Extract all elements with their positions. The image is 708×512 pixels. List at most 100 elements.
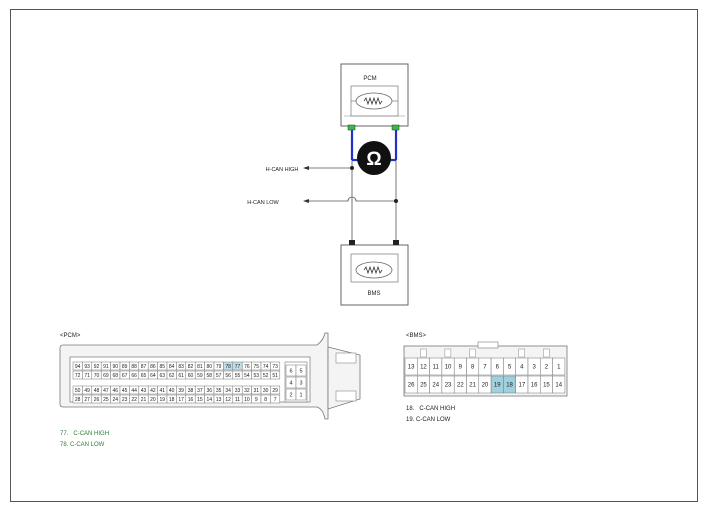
pcm-pin-77-label: 77 bbox=[235, 364, 241, 370]
bms-pin-14-cell bbox=[552, 375, 566, 394]
pcm-pin-68-label: 68 bbox=[113, 373, 119, 379]
pcm-label: PCM bbox=[363, 76, 376, 82]
pcm-pin-18-label: 18 bbox=[169, 397, 175, 403]
pcm-pin-52-label: 52 bbox=[263, 373, 269, 379]
bms-pin-5-label: 5 bbox=[508, 365, 512, 371]
bms-pin-17-label: 17 bbox=[519, 383, 526, 389]
pcm-pin-84-label: 84 bbox=[169, 364, 175, 370]
bms-pin-8-label: 8 bbox=[471, 365, 475, 371]
pcm-pin-21-label: 21 bbox=[141, 397, 147, 403]
pcm-pin-89-label: 89 bbox=[122, 364, 128, 370]
pcm-resistor-housing bbox=[355, 92, 393, 110]
bms-pin-15-label: 15 bbox=[543, 383, 550, 389]
pcm-pin-67-label: 67 bbox=[122, 373, 128, 379]
bms-latch-tab bbox=[543, 348, 550, 358]
pcm-pin-7-label: 7 bbox=[274, 397, 277, 403]
h-can-low-label: H-CAN LOW bbox=[247, 200, 279, 206]
pcm-pin-77-name: C-CAN HIGH bbox=[73, 431, 110, 437]
bms-module: BMS bbox=[340, 240, 409, 306]
bms-pin-18-legend: 18. C-CAN HIGH bbox=[406, 406, 455, 412]
bms-resistor-housing bbox=[355, 261, 393, 279]
bms-latch-tab bbox=[420, 348, 427, 358]
pcm-pin-29-label: 29 bbox=[272, 388, 278, 394]
pcm-pin-8-label: 8 bbox=[264, 397, 267, 403]
pcm-pin-66-label: 66 bbox=[131, 373, 137, 379]
pcm-pin-30-label: 30 bbox=[263, 388, 269, 394]
bms-pin-6-label: 6 bbox=[496, 365, 500, 371]
bms-pin-18-name: C-CAN HIGH bbox=[419, 406, 456, 412]
pcm-pin-12-label: 12 bbox=[225, 397, 231, 403]
pcm-connector-title: <PCM> bbox=[60, 333, 81, 339]
bms-pin-25-label: 25 bbox=[420, 383, 427, 389]
pcm-pin-13-label: 13 bbox=[216, 397, 222, 403]
pcm-pin-77-number: 77. bbox=[60, 431, 69, 437]
pcm-pin-74-label: 74 bbox=[263, 364, 269, 370]
pcm-pin-19-label: 19 bbox=[160, 397, 166, 403]
bms-pin-16-label: 16 bbox=[531, 383, 538, 389]
bms-latch-tab bbox=[469, 348, 476, 358]
bms-pin-19-label: 19 bbox=[494, 383, 501, 389]
bms-pin-20-label: 20 bbox=[482, 383, 489, 389]
bms-pin-12-label: 12 bbox=[420, 365, 427, 371]
pcm-pin-61-label: 61 bbox=[178, 373, 184, 379]
pcm-side-pin-1-label: 1 bbox=[299, 392, 302, 398]
pcm-side-pin-5-cell bbox=[295, 364, 307, 377]
bms-pin-4-label: 4 bbox=[520, 365, 524, 371]
bms-label: BMS bbox=[367, 291, 380, 297]
pcm-pin-42-label: 42 bbox=[150, 388, 156, 394]
bms-pin-1-cell bbox=[552, 357, 566, 376]
pcm-pin-49-label: 49 bbox=[84, 388, 90, 394]
pcm-pin-14-label: 14 bbox=[207, 397, 213, 403]
pcm-pin-58-label: 58 bbox=[207, 373, 213, 379]
ohmmeter-icon: Ω bbox=[357, 141, 391, 175]
pcm-pin-88-label: 88 bbox=[131, 364, 137, 370]
pcm-pin-69-label: 69 bbox=[103, 373, 109, 379]
pcm-side-pin-3-cell bbox=[295, 376, 307, 389]
pcm-pin-72-label: 72 bbox=[75, 373, 81, 379]
pcm-pin-48-label: 48 bbox=[94, 388, 100, 394]
bms-connector-title: <BMS> bbox=[406, 333, 427, 339]
pcm-pin-82-label: 82 bbox=[188, 364, 194, 370]
h-can-low-wire bbox=[307, 196, 396, 202]
pcm-pin-31-label: 31 bbox=[254, 388, 260, 394]
pcm-pin-75-label: 75 bbox=[254, 364, 260, 370]
pcm-pin-44-label: 44 bbox=[131, 388, 137, 394]
pcm-pin-17-label: 17 bbox=[178, 397, 184, 403]
pcm-pin-92-label: 92 bbox=[94, 364, 100, 370]
pcm-pin-83-label: 83 bbox=[178, 364, 184, 370]
pcm-pin-41-label: 41 bbox=[160, 388, 166, 394]
pcm-pin-57-label: 57 bbox=[216, 373, 222, 379]
h-can-high-label: H-CAN HIGH bbox=[266, 167, 299, 173]
pcm-terminal-left bbox=[347, 124, 356, 131]
bms-pin-7-label: 7 bbox=[483, 365, 487, 371]
can-wires bbox=[303, 130, 398, 240]
pcm-pin-59-label: 59 bbox=[197, 373, 203, 379]
pcm-pin-62-label: 62 bbox=[169, 373, 175, 379]
pcm-pin-29-cell bbox=[270, 385, 281, 395]
pcm-pin-51-cell bbox=[270, 370, 281, 380]
pcm-pin-27-label: 27 bbox=[84, 397, 90, 403]
pcm-pin-38-label: 38 bbox=[188, 388, 194, 394]
pcm-pin-40-label: 40 bbox=[169, 388, 175, 394]
pcm-pin-15-label: 15 bbox=[197, 397, 203, 403]
pcm-pin-64-label: 64 bbox=[150, 373, 156, 379]
pcm-pin-23-label: 23 bbox=[122, 397, 128, 403]
pcm-pin-10-label: 10 bbox=[244, 397, 250, 403]
pcm-pin-56-label: 56 bbox=[225, 373, 231, 379]
pcm-pin-91-label: 91 bbox=[103, 364, 109, 370]
pcm-pin-16-label: 16 bbox=[188, 397, 194, 403]
pcm-pin-77-legend: 77. C-CAN HIGH bbox=[60, 431, 109, 437]
pcm-pin-43-label: 43 bbox=[141, 388, 147, 394]
pcm-pin-90-label: 90 bbox=[113, 364, 119, 370]
pcm-pin-71-label: 71 bbox=[84, 373, 90, 379]
pcm-pin-51-label: 51 bbox=[272, 373, 278, 379]
pcm-pin-87-label: 87 bbox=[141, 364, 147, 370]
pcm-side-pin-3-label: 3 bbox=[299, 380, 302, 386]
pcm-pin-22-label: 22 bbox=[131, 397, 137, 403]
pcm-side-pin-2-label: 2 bbox=[289, 392, 292, 398]
pcm-pin-24-label: 24 bbox=[113, 397, 119, 403]
bms-pin-14-label: 14 bbox=[555, 383, 562, 389]
h-can-high-junction bbox=[350, 166, 354, 170]
pcm-pin-63-label: 63 bbox=[160, 373, 166, 379]
bms-pin-19-legend: 19. C-CAN LOW bbox=[406, 417, 450, 423]
